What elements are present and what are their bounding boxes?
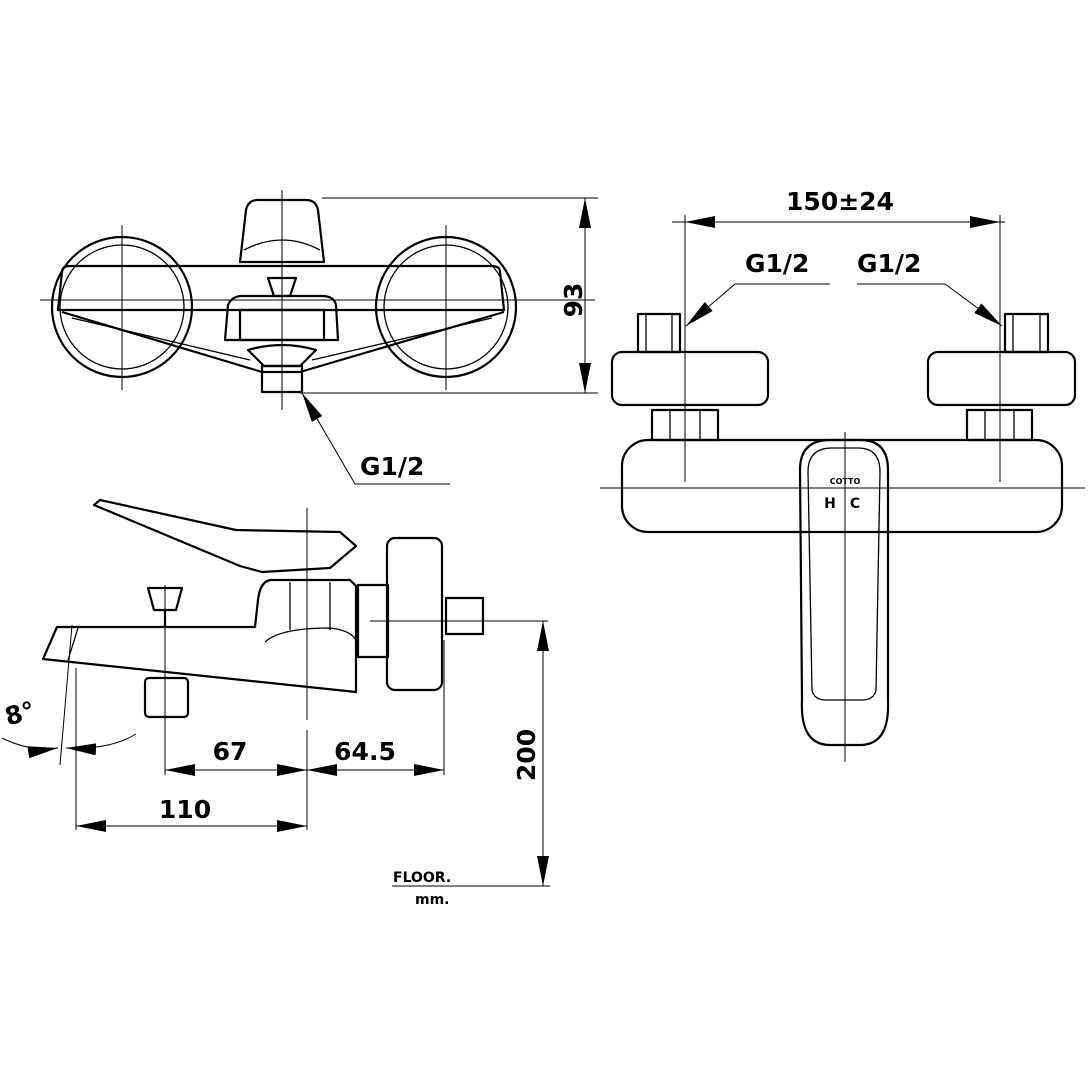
lever-handle: [798, 438, 890, 747]
mixer-body: [620, 438, 1064, 534]
left-thread-label: G1/2: [745, 249, 809, 278]
left-flange: [610, 350, 770, 407]
unit-label: mm.: [415, 892, 450, 908]
spout-body: [41, 578, 358, 694]
height-200-label: 200: [512, 729, 541, 781]
right-flange: [926, 350, 1077, 407]
inlet-nipple: [444, 596, 485, 636]
diverter-knob: [146, 586, 184, 612]
wall-flange: [385, 536, 444, 692]
front-view: 150±24 G1/2 G1/2 COTTO H C: [600, 187, 1085, 762]
diverter-knob: [266, 276, 298, 298]
top-view: 93 G1/2: [40, 190, 598, 485]
dim-110-label: 110: [159, 795, 211, 824]
outlet-thread-label: G1/2: [360, 452, 424, 481]
spacing-dim-label: 150±24: [786, 187, 894, 216]
handle: [238, 198, 326, 264]
right-thread-label: G1/2: [857, 249, 921, 278]
dim-64-5-label: 64.5: [334, 737, 396, 766]
dim-67-label: 67: [213, 737, 248, 766]
hot-label: H: [824, 496, 836, 512]
mixer-body: [56, 264, 506, 312]
outlet: [143, 676, 190, 719]
cold-label: C: [850, 496, 860, 512]
lever-handle: [92, 498, 358, 574]
brand-logo: COTTO: [830, 477, 861, 486]
right-nipple: [1003, 312, 1050, 354]
angle-label: 8°: [2, 696, 38, 732]
floor-label: FLOOR.: [393, 870, 451, 886]
left-nipple: [636, 312, 682, 354]
side-view: 67 64.5 110 8° 200 FLOOR. mm.: [2, 498, 550, 908]
height-dim-label: 93: [559, 283, 588, 318]
